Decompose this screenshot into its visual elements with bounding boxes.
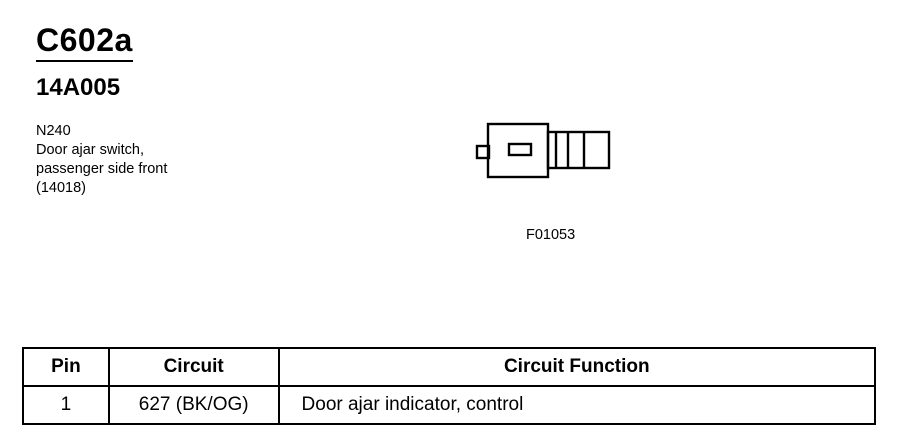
cell-circuit-function: Door ajar indicator, control <box>277 385 877 425</box>
component-ref-number: (14018) <box>36 180 86 196</box>
component-name-line1: Door ajar switch, <box>36 142 144 158</box>
table-header-row: Pin Circuit Circuit Function <box>22 347 877 387</box>
connector-id: C602a <box>36 22 133 58</box>
connector-terminal <box>507 142 533 157</box>
header-circuit: Circuit <box>107 347 280 387</box>
connector-cavity-block <box>546 130 611 170</box>
title-underline <box>36 60 133 62</box>
component-code: N240 <box>36 123 71 139</box>
figure-code: F01053 <box>526 227 576 243</box>
table-row: 1 627 (BK/OG) Door ajar indicator, contr… <box>22 385 877 425</box>
pinout-table: Pin Circuit Circuit Function 1 627 (BK/O… <box>22 347 877 425</box>
connector-diagram <box>475 122 611 179</box>
header-circuit-function: Circuit Function <box>277 347 877 387</box>
component-name-line2: passenger side front <box>36 161 168 177</box>
cell-circuit: 627 (BK/OG) <box>107 385 280 425</box>
part-number: 14A005 <box>36 74 121 101</box>
connector-housing <box>486 122 550 179</box>
header-pin: Pin <box>22 347 110 387</box>
component-description: N240 Door ajar switch, passenger side fr… <box>36 122 167 198</box>
cell-pin: 1 <box>22 385 110 425</box>
